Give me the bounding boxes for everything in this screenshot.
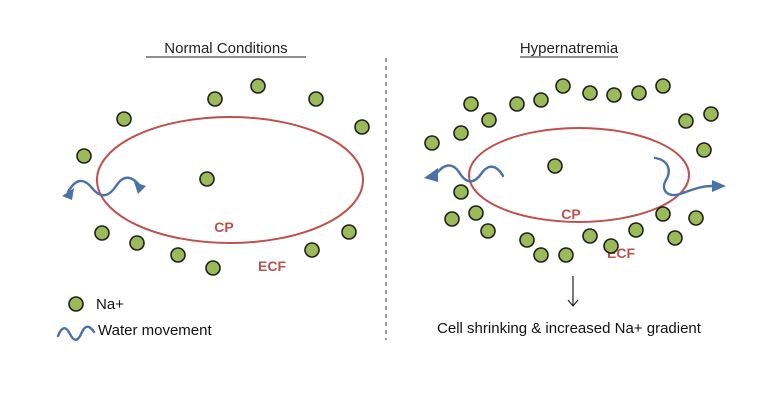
na-ion [354,119,370,135]
normal-cell-membrane [96,116,364,244]
na-ion [481,112,497,128]
hyper-sodium-ions [424,78,719,263]
na-ion [76,148,92,164]
na-ion [207,91,223,107]
na-ion [558,247,574,263]
na-ion [628,222,644,238]
na-ion [424,135,440,151]
hyper-panel-title: Hypernatremia [520,40,619,57]
hypernatremia-panel: Hypernatremia CP ECF [424,40,726,337]
na-ion [603,238,619,254]
normal-panel-title: Normal Conditions [164,40,287,57]
hyper-water-arrowhead-left [424,168,438,182]
hyper-cp-label: CP [561,206,580,222]
normal-sodium-ions [76,78,370,276]
na-ion [341,224,357,240]
na-ion [170,247,186,263]
na-ion [509,96,525,112]
normal-water-wave [66,176,142,197]
na-ion [606,87,622,103]
normal-water-arrowhead-left [62,188,74,200]
na-ion [688,210,704,226]
hyper-cell-membrane [468,127,690,223]
legend: Na+ Water movement [56,296,212,341]
hyper-caption: Cell shrinking & increased Na+ gradient [437,320,702,337]
na-ion [129,235,145,251]
na-ion [533,92,549,108]
normal-water-arrowhead-right [134,182,146,194]
na-ion [678,113,694,129]
na-ion [667,230,683,246]
legend-water-label: Water movement [98,322,212,339]
na-ion [703,106,719,122]
na-ion [453,125,469,141]
caption-arrow-head [567,299,579,307]
na-ion [533,247,549,263]
na-ion [205,260,221,276]
hyper-water-arrowhead-right [712,180,726,192]
legend-na-swatch [68,296,84,312]
na-ion [308,91,324,107]
na-ion [463,96,479,112]
na-ion [547,158,563,174]
na-ion [655,78,671,94]
na-ion [250,78,266,94]
na-ion [582,228,598,244]
na-ion [116,111,132,127]
na-ion [444,211,460,227]
normal-conditions-panel: Normal Conditions CP ECF [62,40,370,276]
na-ion [199,171,215,187]
na-ion [555,78,571,94]
na-ion [468,205,484,221]
normal-ecf-label: ECF [258,258,286,274]
na-ion [519,232,535,248]
na-ion [655,206,671,222]
legend-na-label: Na+ [96,296,124,313]
normal-cp-label: CP [214,219,233,235]
legend-water-swatch [56,325,96,341]
na-ion [582,85,598,101]
hyper-water-wave-left [434,164,505,183]
hyper-water-wave-right [653,156,714,197]
na-ion [631,85,647,101]
na-ion [696,142,712,158]
na-ion [94,225,110,241]
na-ion [453,184,469,200]
na-ion [304,242,320,258]
na-ion [480,223,496,239]
